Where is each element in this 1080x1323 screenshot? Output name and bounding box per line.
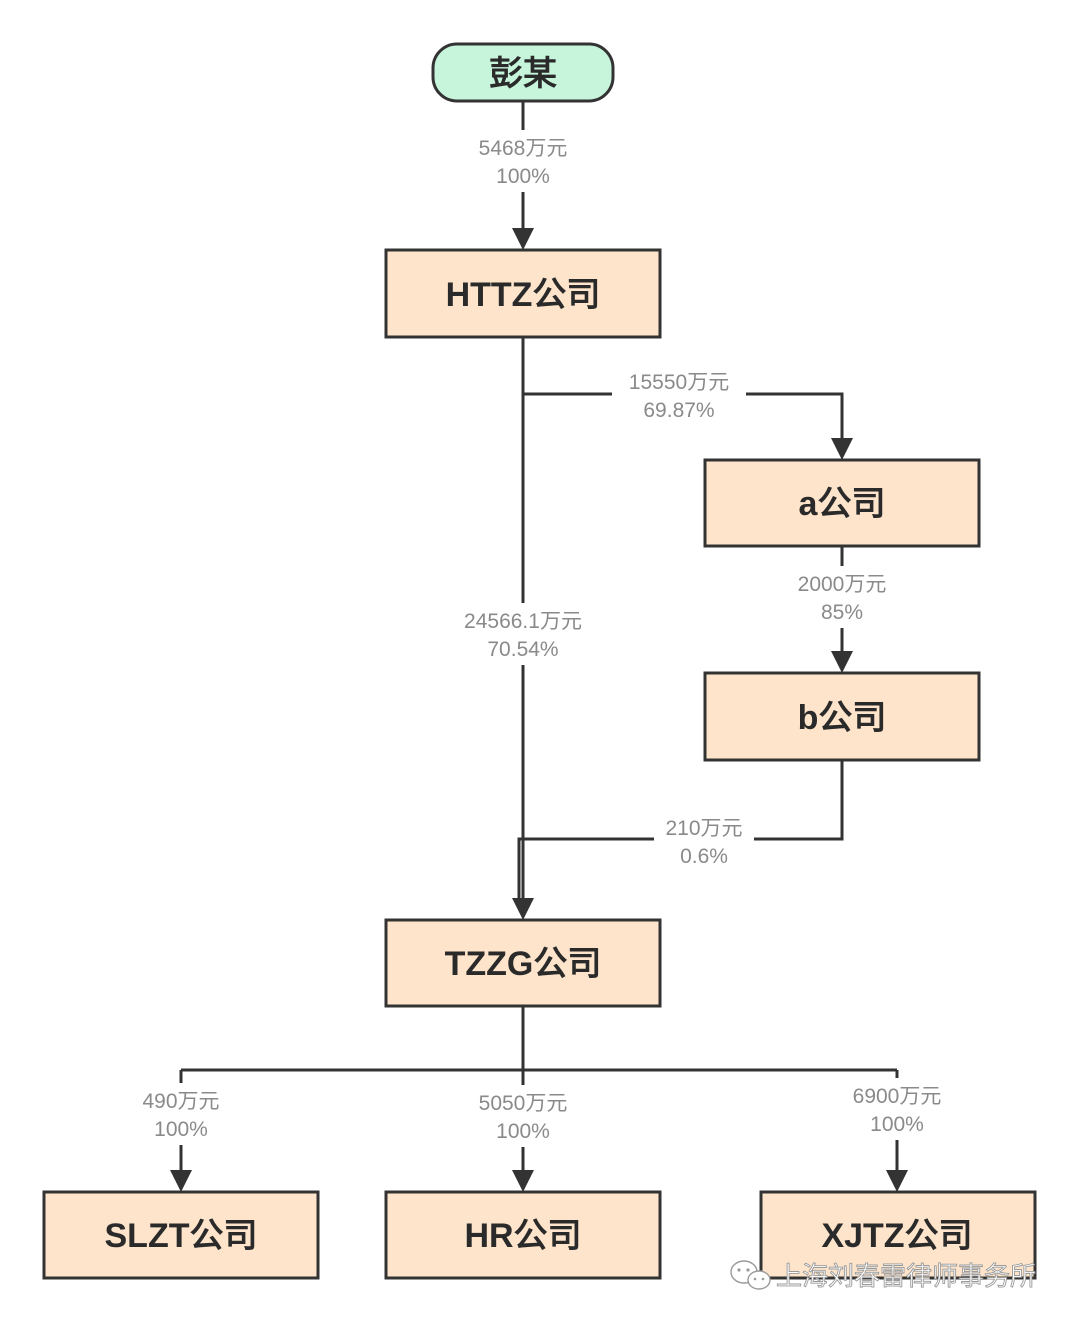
- node-label: SLZT公司: [105, 1217, 258, 1255]
- node-label: a公司: [799, 485, 886, 523]
- node-xjtz: XJTZ公司: [759, 1190, 1037, 1280]
- edge-amount: 24566.1万元: [464, 610, 582, 633]
- edge-percent: 70.54%: [487, 638, 558, 661]
- edge-percent: 0.6%: [680, 845, 728, 868]
- node-b: b公司: [703, 671, 981, 762]
- node-tzzg: TZZG公司: [384, 918, 662, 1008]
- node-label: 彭某: [489, 55, 557, 93]
- node-httz: HTTZ公司: [384, 248, 662, 339]
- edge-percent: 85%: [821, 601, 863, 624]
- edge-label-tzzg-slzt: 490万元 100%: [131, 1083, 231, 1145]
- edge-percent: 100%: [496, 165, 550, 188]
- edge-label-tzzg-hr: 5050万元 100%: [468, 1085, 578, 1147]
- node-a: a公司: [703, 458, 981, 548]
- node-hr: HR公司: [384, 1190, 662, 1280]
- edge-label-a-b: 2000万元 85%: [784, 566, 900, 628]
- edge-amount: 2000万元: [798, 573, 887, 596]
- edge-label-peng-httz: 5468万元 100%: [468, 130, 578, 192]
- node-label: b公司: [798, 699, 887, 737]
- edge-percent: 100%: [154, 1118, 208, 1141]
- edge-amount: 5050万元: [479, 1092, 568, 1115]
- edge-label-tzzg-xjtz: 6900万元 100%: [842, 1078, 952, 1140]
- watermark-text: 上海刘春雷律师事务所: [776, 1262, 1036, 1292]
- edge-amount: 210万元: [665, 817, 742, 840]
- node-slzt: SLZT公司: [42, 1190, 320, 1280]
- edge-percent: 100%: [496, 1120, 550, 1143]
- node-label: HR公司: [464, 1217, 581, 1255]
- node-label: TZZG公司: [445, 945, 602, 983]
- edge-amount: 490万元: [142, 1090, 219, 1113]
- node-label: HTTZ公司: [446, 276, 601, 314]
- edge-amount: 6900万元: [853, 1085, 942, 1108]
- edge-percent: 100%: [870, 1113, 924, 1136]
- edge-percent: 69.87%: [643, 399, 714, 422]
- watermark: 上海刘春雷律师事务所: [730, 1260, 1036, 1292]
- edge-label-httz-a: 15550万元 69.87%: [612, 366, 746, 424]
- edge-amount: 15550万元: [629, 371, 729, 394]
- edge-amount: 5468万元: [479, 137, 568, 160]
- wechat-icon: [730, 1260, 771, 1290]
- edge-label-httz-tzzg: 24566.1万元 70.54%: [450, 603, 596, 665]
- edge-label-b-tzzg: 210万元 0.6%: [654, 813, 754, 869]
- node-peng: 彭某: [431, 42, 615, 103]
- node-label: XJTZ公司: [821, 1217, 972, 1255]
